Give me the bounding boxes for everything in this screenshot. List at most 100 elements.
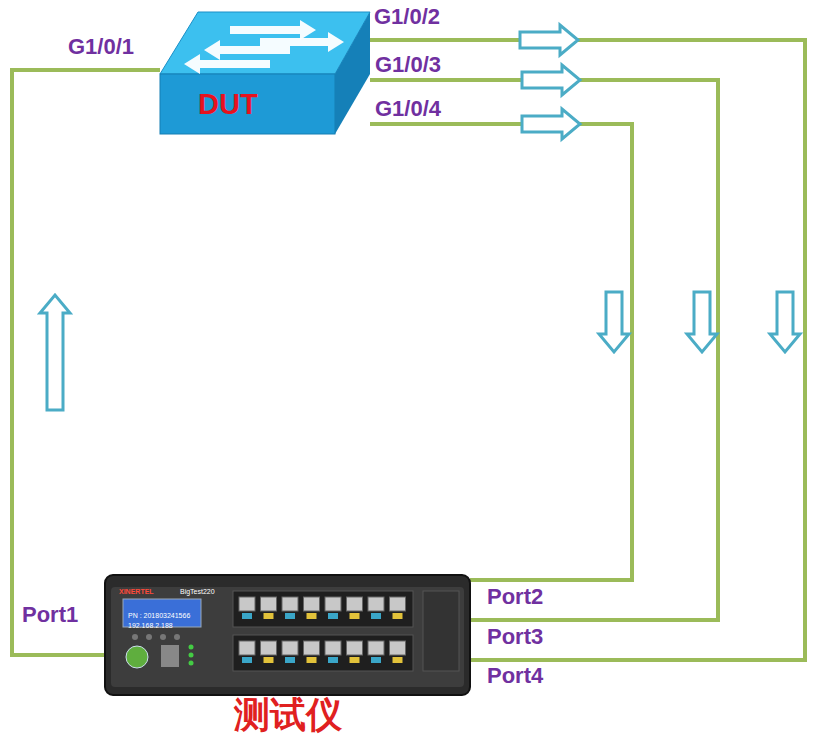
port-led <box>328 613 338 619</box>
control-knob <box>160 634 166 640</box>
switch-top <box>160 12 370 74</box>
port-name: G1/0/3 <box>373 52 443 77</box>
flow-arrow <box>687 292 717 352</box>
cable-line <box>370 80 718 620</box>
label-holder: Port4 <box>485 663 545 689</box>
cable-connector <box>370 109 632 580</box>
port-led <box>371 613 381 619</box>
port-led <box>264 657 274 663</box>
text-holder: DUT <box>198 88 258 121</box>
port-led <box>285 657 295 663</box>
port-led <box>242 613 252 619</box>
flow-arrow <box>520 25 578 55</box>
cable-connector <box>370 65 718 620</box>
text-holder: 测试仪 <box>105 691 470 740</box>
flow-arrow <box>522 65 580 95</box>
flow-arrow <box>770 292 800 352</box>
port-led <box>371 657 381 663</box>
sfp-port <box>325 641 341 655</box>
screen-text: 192.168.2.188 <box>128 622 173 629</box>
port-name: Port3 <box>485 624 545 649</box>
cable-connector <box>370 25 805 660</box>
sfp-port <box>282 597 298 611</box>
cable-line <box>370 40 805 660</box>
flow-arrow <box>522 109 580 139</box>
port-led <box>328 657 338 663</box>
port-name: Port4 <box>485 663 545 688</box>
tester-chassis <box>105 575 470 695</box>
label-holder: G1/0/3 <box>373 52 443 78</box>
label-holder: Port1 <box>20 602 80 628</box>
cable-line <box>12 70 160 655</box>
power-button <box>126 646 148 668</box>
label-holder: G1/0/1 <box>66 34 136 60</box>
sfp-port <box>304 597 320 611</box>
label-holder: BigTest220 <box>180 580 215 598</box>
label-holder: G1/0/4 <box>373 96 443 122</box>
cable-connector <box>12 70 160 655</box>
port-bank <box>233 635 413 671</box>
switch-side <box>335 12 370 134</box>
sfp-port <box>390 641 406 655</box>
switch-device: DUT <box>160 12 370 134</box>
port-led <box>307 657 317 663</box>
model-label: BigTest220 <box>180 588 215 595</box>
tester-panel <box>111 587 464 687</box>
label-holder: G1/0/2 <box>372 4 442 30</box>
label-holder: 192.168.2.188 <box>128 614 173 632</box>
port-name: G1/0/1 <box>66 34 136 59</box>
port-name: Port2 <box>485 584 545 609</box>
usb-port <box>161 645 179 667</box>
port-led <box>350 657 360 663</box>
brand-label: XINERTEL <box>119 588 154 595</box>
port-led <box>285 613 295 619</box>
control-knob <box>146 634 152 640</box>
label-holder: Port3 <box>485 624 545 650</box>
port-led <box>393 657 403 663</box>
flow-arrow <box>599 292 629 352</box>
cable-line <box>370 124 632 580</box>
port-led <box>393 613 403 619</box>
control-knob <box>174 634 180 640</box>
sfp-port <box>239 597 255 611</box>
switch-arrow-icon <box>184 54 270 74</box>
control-knob <box>132 634 138 640</box>
status-led <box>189 653 194 658</box>
switch-arrow-icon <box>260 32 344 52</box>
sfp-port <box>239 641 255 655</box>
label-holder: Port2 <box>485 584 545 610</box>
status-led <box>189 661 194 666</box>
port-name: G1/0/2 <box>372 4 442 29</box>
switch-illustration <box>160 12 370 134</box>
screen-text: PN : 201803241566 <box>128 612 190 619</box>
sfp-port <box>261 641 277 655</box>
device-heading: 测试仪 <box>234 694 342 735</box>
device-name: DUT <box>198 88 258 120</box>
sfp-port <box>368 641 384 655</box>
port-name: G1/0/4 <box>373 96 443 121</box>
port-bank <box>233 591 413 627</box>
tester-device: 测试仪 <box>105 575 470 695</box>
label-holder: XINERTEL <box>119 580 154 598</box>
side-panel <box>423 591 459 671</box>
tester-illustration <box>105 575 470 695</box>
sfp-port <box>261 597 277 611</box>
sfp-port <box>347 641 363 655</box>
switch-front <box>160 74 335 134</box>
port-led <box>350 613 360 619</box>
port-led <box>307 613 317 619</box>
status-led <box>189 645 194 650</box>
sfp-port <box>282 641 298 655</box>
port-led <box>264 613 274 619</box>
switch-arrow-icon <box>230 20 316 40</box>
sfp-port <box>304 641 320 655</box>
sfp-port <box>347 597 363 611</box>
sfp-port <box>368 597 384 611</box>
port-led <box>242 657 252 663</box>
sfp-port <box>325 597 341 611</box>
label-holder: PN : 201803241566 <box>128 604 190 622</box>
sfp-port <box>390 597 406 611</box>
flow-arrow <box>40 295 70 410</box>
port-name: Port1 <box>20 602 80 627</box>
